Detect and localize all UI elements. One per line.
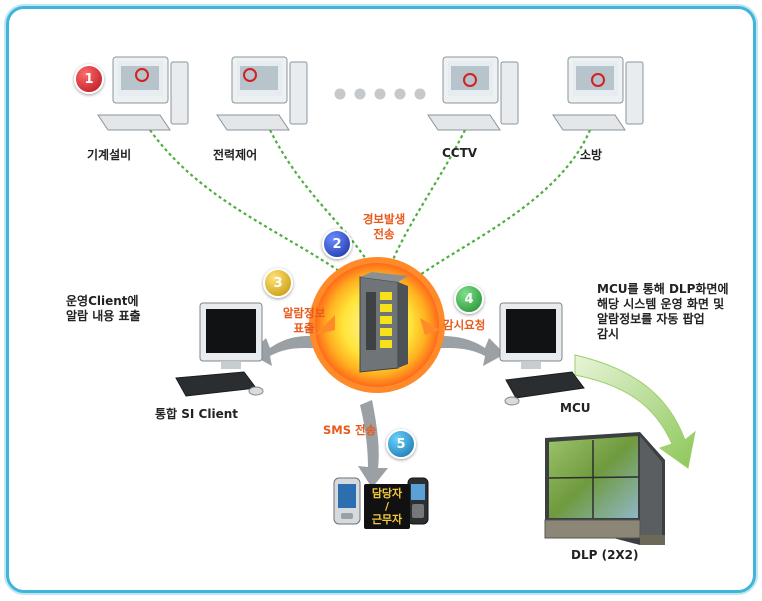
label-alarm-send-line1: 경보발생: [362, 212, 406, 226]
si-client-pc-icon: [175, 302, 264, 397]
pc-mechanical-icon: [97, 56, 189, 131]
link-power: [269, 129, 369, 263]
client-note: 운영Client에 알람 내용 표출: [66, 294, 141, 324]
staff-sign: 담당자 / 근무자: [364, 484, 410, 529]
label-fire: 소방: [580, 148, 603, 162]
mcu-note-line1: MCU를 통해 DLP화면에: [597, 282, 729, 296]
client-note-line1: 운영Client에: [66, 294, 139, 308]
label-mechanical: 기계설비: [87, 148, 132, 162]
label-alarm-display-line2: 표출: [293, 321, 315, 335]
label-dlp: DLP (2X2): [571, 548, 639, 562]
mcu-note-line4: 감시: [597, 327, 620, 341]
label-sms-send: SMS 전송: [323, 423, 377, 437]
step-badge-4: 4: [454, 284, 484, 314]
label-alarm-send: 경보발생 전송: [362, 212, 406, 242]
label-cctv: CCTV: [442, 146, 478, 160]
label-monitor-request: 감시요청: [443, 318, 486, 332]
link-cctv: [390, 129, 466, 263]
mcu-note-line3: 알람정보를 자동 팝업: [597, 312, 705, 326]
staff-sign-line1: 담당자 /: [371, 487, 403, 513]
mcu-note: MCU를 통해 DLP화면에 해당 시스템 운영 화면 및 알람정보를 자동 팝…: [597, 282, 729, 342]
dlp-video-wall-icon: [544, 432, 665, 545]
label-si-client: 통합 SI Client: [155, 407, 238, 421]
label-alarm-send-line2: 전송: [373, 227, 395, 241]
label-alarm-display-line1: 알람정보: [282, 306, 326, 320]
label-mcu: MCU: [560, 401, 591, 415]
staff-sign-line2: 근무자: [371, 513, 403, 526]
pc-cctv-icon: [427, 56, 519, 131]
mcu-note-line2: 해당 시스템 운영 화면 및: [597, 297, 725, 311]
link-fire: [419, 129, 592, 276]
mcu-pc-icon: [499, 302, 585, 406]
label-power: 전력제어: [213, 148, 258, 162]
step-badge-3: 3: [263, 268, 293, 298]
label-alarm-display: 알람정보 표출: [276, 306, 332, 336]
mobile-phone-icon: [407, 477, 429, 525]
step-badge-1: 1: [74, 64, 104, 94]
link-mechanical: [149, 129, 346, 276]
mcu-to-dlp-arrow: [574, 354, 696, 469]
arrow-to-phones: [358, 400, 388, 488]
step-badge-5: 5: [386, 429, 416, 459]
pc-power-icon: [216, 56, 308, 131]
arrow-to-si-client: [250, 336, 330, 366]
station-links: [149, 129, 592, 276]
ellipsis-dots-icon: [334, 88, 426, 100]
pda-phone-icon: [333, 477, 361, 525]
step-badge-2: 2: [322, 229, 352, 259]
client-note-line2: 알람 내용 표출: [66, 309, 141, 323]
pc-fire-icon: [552, 56, 644, 131]
server-icon: [359, 272, 408, 373]
